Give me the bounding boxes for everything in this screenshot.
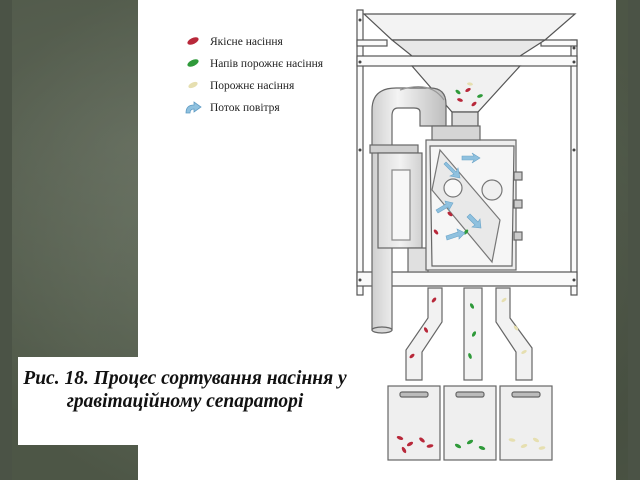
legend-label: Поток повітря bbox=[210, 102, 280, 114]
legend-item-half-empty-seed: Напів порожнє насіння bbox=[184, 56, 354, 78]
legend-item-quality-seed: Якісне насіння bbox=[184, 34, 354, 56]
feed-hopper bbox=[362, 13, 577, 127]
seed-green-icon bbox=[187, 59, 199, 67]
legend-label: Порожнє насіння bbox=[210, 80, 295, 92]
figure-legend: Якісне насіння Напів порожнє насіння Пор… bbox=[184, 34, 354, 122]
caption-box: Рис. 18. Процес сортування насіння у гра… bbox=[18, 357, 352, 445]
seed-red-icon bbox=[187, 37, 199, 45]
figure-caption: Рис. 18. Процес сортування насіння у гра… bbox=[23, 368, 347, 412]
frame-bolt-icon bbox=[358, 18, 576, 282]
discharge-chutes bbox=[405, 287, 533, 381]
seed-flow bbox=[396, 82, 546, 454]
sorting-chamber bbox=[425, 125, 523, 271]
legend-label: Напів порожнє насіння bbox=[210, 58, 324, 70]
collection-bins bbox=[387, 385, 553, 461]
legend-item-air-flow: Поток повітря bbox=[184, 100, 354, 122]
legend-item-empty-seed: Порожнє насіння bbox=[184, 78, 354, 100]
seed-pale-icon bbox=[188, 81, 198, 89]
legend-label: Якісне насіння bbox=[210, 36, 283, 48]
air-flow-arrows bbox=[435, 152, 482, 241]
air-arrow-icon bbox=[185, 101, 202, 114]
fan-housing bbox=[369, 144, 429, 273]
